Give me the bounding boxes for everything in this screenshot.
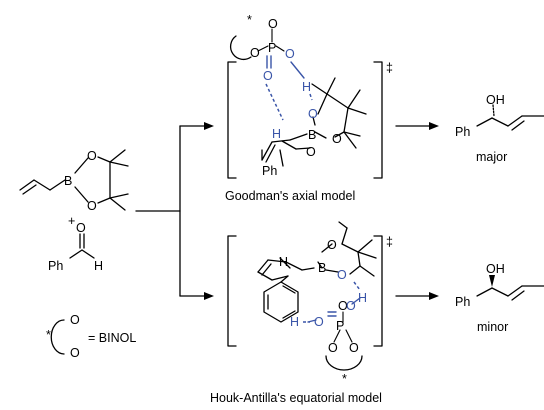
ts-axial-bracket-right [373, 61, 383, 179]
major-phenyl-label: Ph [455, 125, 470, 139]
legend-binol-star: * [46, 328, 51, 342]
boronate-oxygen-bottom: O [87, 199, 97, 213]
ts-equatorial-phosphate-o4: O [349, 341, 359, 355]
branching-arrows [135, 122, 214, 300]
ts-equatorial-phenyl-ring [263, 281, 299, 323]
ts-axial-binol-star: * [247, 13, 252, 27]
ts-equatorial: ‡ O B O H [210, 221, 393, 405]
ts-equatorial-caption: Houk-Antilla's equatorial model [210, 391, 382, 405]
ts-equatorial-formyl-hydrogen: H [279, 255, 288, 269]
minor-phenyl-label: Ph [455, 295, 470, 309]
legend-oxygen-bottom: O [70, 346, 80, 360]
minor-product: OH Ph minor [455, 262, 544, 334]
ts-equatorial-boronate-oxygen: O [327, 238, 337, 252]
ts-axial-phosphate-o2: O [268, 17, 278, 31]
arrow-to-major [395, 122, 439, 130]
ts-axial-hbond-oh [309, 93, 313, 101]
ts-axial-phenyl-label: Ph [262, 164, 277, 178]
ts-axial: ‡ * O O P O O H O B O [225, 13, 393, 203]
minor-label: minor [477, 320, 508, 334]
ts-equatorial-phosphate-oh-oxygen: O [346, 299, 356, 313]
ts-equatorial-boronate-oxygen-2: O [337, 268, 347, 282]
ts-axial-bracket-left [227, 61, 237, 179]
ts-equatorial-phosphoryl-oxygen: O [314, 315, 324, 329]
ts-equatorial-boron: B [318, 261, 326, 275]
benzaldehyde: O Ph H [48, 221, 103, 273]
ts-axial-phosphate-o1: O [250, 46, 260, 60]
ts-axial-dagger: ‡ [386, 61, 393, 75]
minor-hydroxyl-label: OH [486, 262, 505, 276]
allyl-pinacol-boronate: B O O [19, 149, 129, 213]
ts-axial-formyl-hydrogen: H [272, 127, 281, 141]
boronate-boron-label: B [64, 174, 72, 188]
ts-equatorial-dagger: ‡ [386, 235, 393, 249]
ts-axial-phosphorus: P [268, 41, 276, 55]
ts-axial-binol-arc [229, 35, 252, 61]
ts-equatorial-aryl-hydrogen: H [290, 315, 299, 329]
ts-equatorial-phosphate-o-top: O [338, 299, 348, 313]
major-hydroxyl-label: OH [486, 93, 505, 107]
ts-equatorial-phosphorus: P [336, 319, 344, 333]
binol-legend: * O O = BINOL [46, 313, 136, 360]
ts-axial-boronate-oxygen: O [308, 107, 318, 121]
ts-equatorial-phosphate-o3: O [328, 341, 338, 355]
legend-text: = BINOL [88, 331, 136, 345]
aldehyde-phenyl-label: Ph [48, 259, 63, 273]
aldehyde-hydrogen: H [94, 259, 103, 273]
ts-equatorial-binol-arc [325, 355, 363, 371]
major-product: OH Ph major [455, 93, 544, 164]
ts-axial-boron: B [308, 128, 316, 142]
ts-axial-carbonyl-oxygen: O [306, 145, 316, 159]
arrow-to-minor [395, 292, 439, 300]
legend-oxygen-top: O [70, 313, 80, 327]
plus-sign: + [68, 214, 75, 228]
aldehyde-oxygen: O [76, 221, 86, 235]
ts-axial-phosphate-oh-oxygen: O [285, 47, 295, 61]
major-label: major [476, 150, 507, 164]
ts-axial-phosphoryl-oxygen: O [263, 69, 273, 83]
ts-equatorial-bracket-left [227, 235, 237, 347]
ts-axial-caption: Goodman's axial model [225, 189, 355, 203]
ts-equatorial-bracket-right [373, 235, 383, 347]
ts-equatorial-binol-star: * [342, 372, 347, 386]
ts-equatorial-acidic-hydrogen: H [358, 291, 367, 305]
boronate-oxygen-top: O [87, 149, 97, 163]
ts-axial-boronate-oxygen-2: O [332, 132, 342, 146]
ts-axial-hbond-formyl [265, 83, 284, 121]
ts-axial-acidic-hydrogen: H [302, 80, 311, 94]
legend-binol-arc [50, 319, 65, 355]
